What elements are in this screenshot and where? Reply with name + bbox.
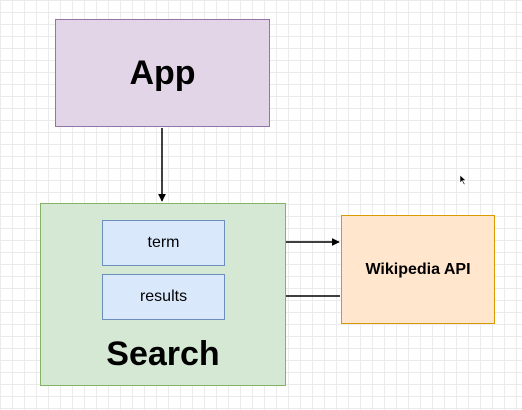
app-node[interactable]: App [55, 19, 270, 127]
search-node[interactable]: term results Search [40, 203, 286, 386]
mouse-pointer-icon [459, 174, 467, 186]
app-node-label: App [129, 53, 196, 92]
results-field-label: results [139, 288, 188, 305]
term-field[interactable]: term [102, 220, 225, 266]
results-field[interactable]: results [102, 274, 225, 320]
term-field-label: term [147, 234, 180, 251]
search-node-label: Search [106, 335, 220, 373]
wikipedia-api-node-label: Wikipedia API [365, 260, 471, 278]
wikipedia-api-node[interactable]: Wikipedia API [341, 215, 495, 324]
